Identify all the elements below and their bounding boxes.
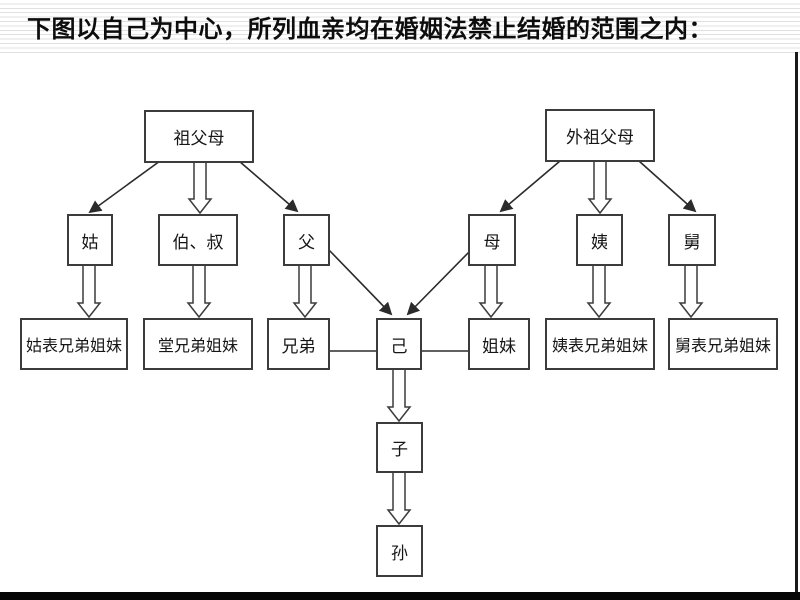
node-self: 己 xyxy=(376,318,422,370)
node-brothers: 兄弟 xyxy=(267,318,330,370)
node-father: 父 xyxy=(283,214,330,266)
hollow-arrow-edges xyxy=(76,159,704,526)
node-maternal-uncle: 舅 xyxy=(668,214,716,266)
solid-arrow-edges xyxy=(88,160,697,316)
node-maternal-grandparents: 外祖父母 xyxy=(545,109,655,162)
node-paternal-aunt: 姑 xyxy=(67,214,113,266)
node-maternal-aunt-cousins: 姨表兄弟姐妹 xyxy=(545,318,655,370)
node-paternal-grandparents: 祖父母 xyxy=(144,110,254,163)
node-mother: 母 xyxy=(468,214,516,266)
title-band xyxy=(0,0,800,54)
node-child: 子 xyxy=(376,422,423,473)
node-maternal-aunt: 姨 xyxy=(576,214,623,266)
node-paternal-aunt-cousins: 姑表兄弟姐妹 xyxy=(20,318,128,370)
node-grandchild: 孙 xyxy=(376,525,423,577)
node-maternal-uncle-cousins: 舅表兄弟姐妹 xyxy=(668,318,778,370)
page-title: 下图以自己为中心，所列血亲均在婚姻法禁止结婚的范围之内： xyxy=(27,17,713,43)
slide-bottom-bar xyxy=(0,592,800,600)
node-paternal-uncles: 伯、叔 xyxy=(158,214,238,266)
node-sisters: 姐妹 xyxy=(468,318,530,370)
slide-right-border xyxy=(795,52,798,592)
node-paternal-cousins: 堂兄弟姐妹 xyxy=(143,318,253,370)
